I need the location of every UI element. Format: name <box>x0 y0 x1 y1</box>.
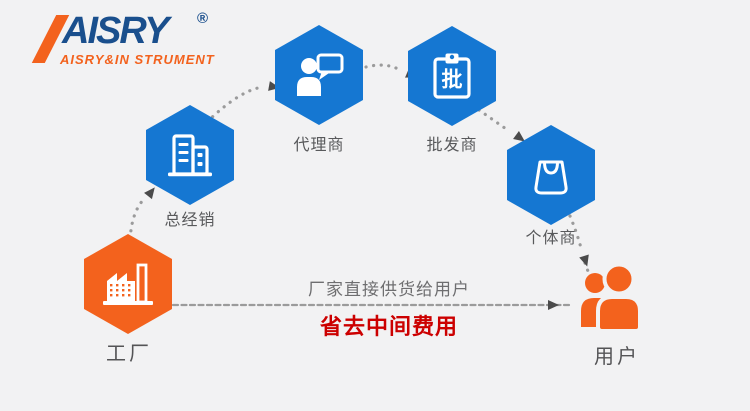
node-label-general-distributor: 总经销 <box>164 212 216 229</box>
node-label-factory: 工厂 <box>106 343 152 365</box>
node-label-user: 用户 <box>594 346 640 368</box>
arrow-retailer-to-user <box>568 214 583 250</box>
brand-logo: AISRY ® AISRY&IN STRUMENT <box>14 6 229 68</box>
arrowhead-icon <box>548 300 559 310</box>
logo-brand-text: AISRY <box>62 10 169 52</box>
save-cost-note: 省去中间费用 <box>319 314 459 339</box>
arrowhead-icon <box>579 254 589 267</box>
factory-icon <box>103 263 153 305</box>
registered-trademark-icon: ® <box>197 10 209 27</box>
shopping-bag-icon <box>534 160 568 195</box>
arrow-wholesaler-to-retailer <box>477 108 511 133</box>
node-retailer <box>507 125 595 225</box>
person-chat-icon <box>297 53 344 96</box>
logo-tagline: AISRY&IN STRUMENT <box>60 52 215 67</box>
building-icon <box>168 134 212 177</box>
node-label-retailer: 个体商 <box>525 230 577 247</box>
arrow-agent-to-wholesaler <box>364 63 402 72</box>
arrow-factory-to-distributor <box>128 197 146 248</box>
arrowhead-icon <box>144 187 155 200</box>
node-label-agent: 代理商 <box>293 137 345 154</box>
arrow-distributor-to-agent <box>205 85 265 124</box>
arrowhead-icon <box>513 130 525 142</box>
node-user <box>578 261 650 333</box>
wholesaler-badge-char: 批 <box>441 68 463 92</box>
node-general-distributor <box>146 105 234 205</box>
clipboard-icon <box>433 53 471 99</box>
direct-supply-note: 厂家直接供货给用户 <box>308 280 470 299</box>
node-label-wholesaler: 批发商 <box>426 137 478 154</box>
users-icon <box>581 262 642 333</box>
